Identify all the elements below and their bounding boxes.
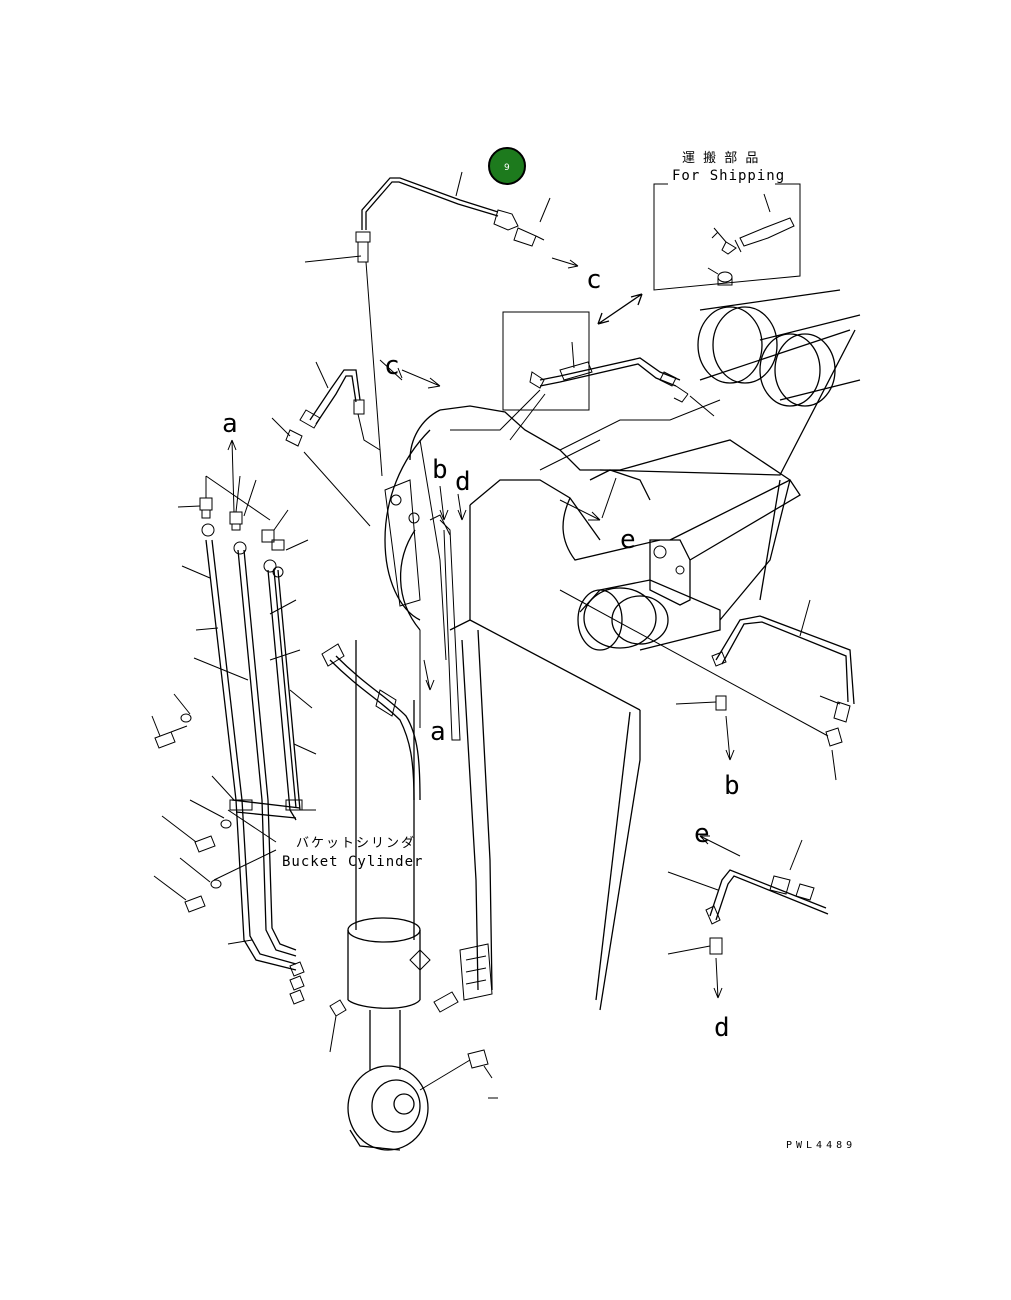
shipping-label-jp: 運 搬 部 品 xyxy=(682,151,760,166)
top-hose: c xyxy=(304,171,602,295)
ref-e-top: e xyxy=(620,525,636,555)
left-upper-hose xyxy=(271,361,381,527)
shipping-label-en: For Shipping xyxy=(672,168,785,184)
ref-b-right: b xyxy=(724,771,740,801)
inset-box xyxy=(502,311,590,411)
ref-c-arrow xyxy=(401,369,441,389)
nut-icon xyxy=(717,271,733,283)
ref-d-right: d xyxy=(714,1013,730,1043)
ref-e-right: e xyxy=(694,819,710,849)
hose-icon xyxy=(739,217,795,247)
ref-c-mid: c xyxy=(384,351,400,381)
right-hose-b: b xyxy=(559,589,855,801)
right-hose-d: e d xyxy=(667,819,829,1043)
boom-arm xyxy=(384,289,861,1011)
drawing-code: PWL4489 xyxy=(786,1140,856,1151)
ref-c-top: c xyxy=(586,265,602,295)
shipping-group: 運 搬 部 品 For Shipping xyxy=(653,151,801,291)
bucket-cylinder xyxy=(321,640,498,1151)
left-pipes: a xyxy=(151,409,347,1053)
upper-hose xyxy=(450,341,721,471)
shipping-arrow xyxy=(597,293,643,325)
reference-badge[interactable]: 9 xyxy=(488,147,526,185)
ref-a-up: a xyxy=(222,409,238,439)
ref-d-arrow xyxy=(457,493,467,521)
ref-d-top: d xyxy=(455,467,471,497)
bucket-cylinder-label-en: Bucket Cylinder xyxy=(282,854,423,870)
ref-b-top: b xyxy=(432,455,448,485)
bucket-cylinder-label-jp: バケットシリンダ xyxy=(296,836,416,851)
ref-b-arrow xyxy=(439,485,449,521)
elbow-fitting-icon xyxy=(711,227,737,255)
ref-e-arrow xyxy=(559,499,601,521)
ref-a-down: a xyxy=(430,717,446,747)
badge-label: 9 xyxy=(504,163,510,173)
